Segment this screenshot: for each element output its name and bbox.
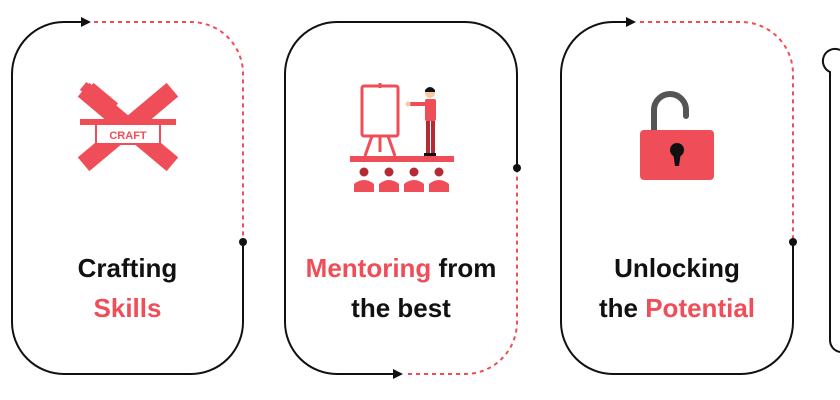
unlocked-padlock-icon — [640, 91, 714, 180]
padlock-shackle — [651, 91, 689, 133]
stage-platform — [350, 156, 454, 162]
step-2-label-line-1: Mentoring from — [305, 253, 497, 283]
step-3-label: Unlocking the Potential — [561, 248, 793, 328]
step-2-outline — [284, 21, 521, 379]
step-3-outline — [560, 17, 797, 375]
step-3-label-line-1: Unlocking — [614, 253, 740, 283]
presenter-figure — [405, 87, 436, 156]
step-1-label-line-1: Crafting — [77, 253, 178, 283]
step-3-connector-dot — [789, 238, 797, 246]
craft-banner-text: CRAFT — [109, 130, 147, 142]
presentation-audience-icon — [350, 83, 454, 192]
step-1-outline — [11, 17, 247, 375]
step-2-dashed-path — [408, 168, 518, 375]
step-2-label-line-2: the best — [351, 293, 451, 323]
step-1-solid-path — [11, 17, 244, 375]
step-3-solid-path — [560, 17, 794, 375]
step-2-solid-path — [284, 21, 518, 379]
step-3-dashed-path — [640, 21, 794, 242]
step-3-label-line-2: the Potential — [598, 293, 756, 323]
audience-row — [354, 167, 449, 192]
easel-board — [360, 84, 400, 138]
step-4-outline-partial — [821, 47, 840, 353]
step-1-label: Crafting Skills — [12, 248, 243, 328]
step-1-connector-dot — [239, 238, 247, 246]
step-2-connector-dot — [513, 164, 521, 172]
step-1-dashed-path — [94, 21, 244, 242]
step-2-label: Mentoring from the best — [285, 248, 517, 328]
step-1-label-line-2: Skills — [93, 293, 162, 323]
crossed-hammer-craft-icon: CRAFT — [77, 82, 179, 172]
